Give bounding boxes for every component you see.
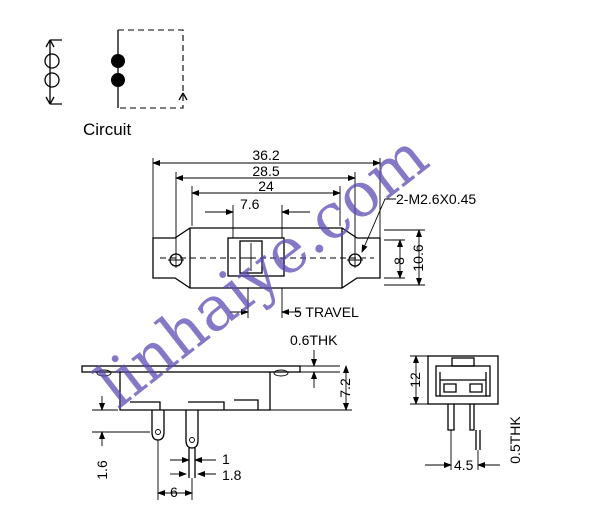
circuit-label: Circuit <box>83 120 131 139</box>
dim-overall-length: 36.2 <box>252 147 279 163</box>
dim-pin-offset: 4.5 <box>454 457 474 473</box>
dim-outer-width: 10.6 <box>410 244 426 271</box>
mounting-plate <box>81 365 301 373</box>
end-pin-right <box>469 404 475 431</box>
end-actuator <box>451 357 475 367</box>
slider-actuator <box>239 240 263 274</box>
screw-note: 2-M2.6X0.45 <box>396 191 476 207</box>
open-contact-2 <box>44 72 60 88</box>
closed-contact-2 <box>111 73 125 87</box>
dim-pin-gap: 1.8 <box>222 467 242 483</box>
dim-slot-length: 7.6 <box>240 196 260 212</box>
end-pin-left <box>447 404 455 431</box>
dim-inner-width: 8 <box>391 257 407 265</box>
dim-pin-thickness: 0.5THK <box>507 416 523 464</box>
slider-slot <box>227 237 285 277</box>
dim-pin-width: 1 <box>222 451 230 467</box>
end-view: 12 4.5 0.5THK <box>407 355 523 473</box>
open-contact-1 <box>44 53 60 69</box>
dim-pin-length: 1.6 <box>94 460 110 480</box>
pin-middle <box>185 410 199 449</box>
circuit-diagram: Circuit <box>44 29 188 139</box>
dim-end-height: 12 <box>407 372 423 388</box>
top-view: 36.2 28.5 24 7.6 2-M2.6X0.45 8 10.6 <box>152 147 476 320</box>
travel-note: 5 TRAVEL <box>294 304 359 320</box>
dim-body-length: 24 <box>258 178 274 194</box>
closed-contact-1 <box>111 54 125 68</box>
plate-thickness-note: 0.6THK <box>290 332 338 348</box>
switch-body <box>119 372 271 411</box>
side-view: 0.6THK 7.2 1.6 6 1 1.8 <box>81 332 353 500</box>
dim-body-height: 7.2 <box>337 378 353 398</box>
end-body-outline <box>427 355 499 405</box>
circuit-dashed-box <box>118 29 184 109</box>
pin-left <box>151 410 165 441</box>
dim-pin-spacing: 6 <box>170 484 178 500</box>
dim-hole-spacing: 28.5 <box>252 163 279 179</box>
